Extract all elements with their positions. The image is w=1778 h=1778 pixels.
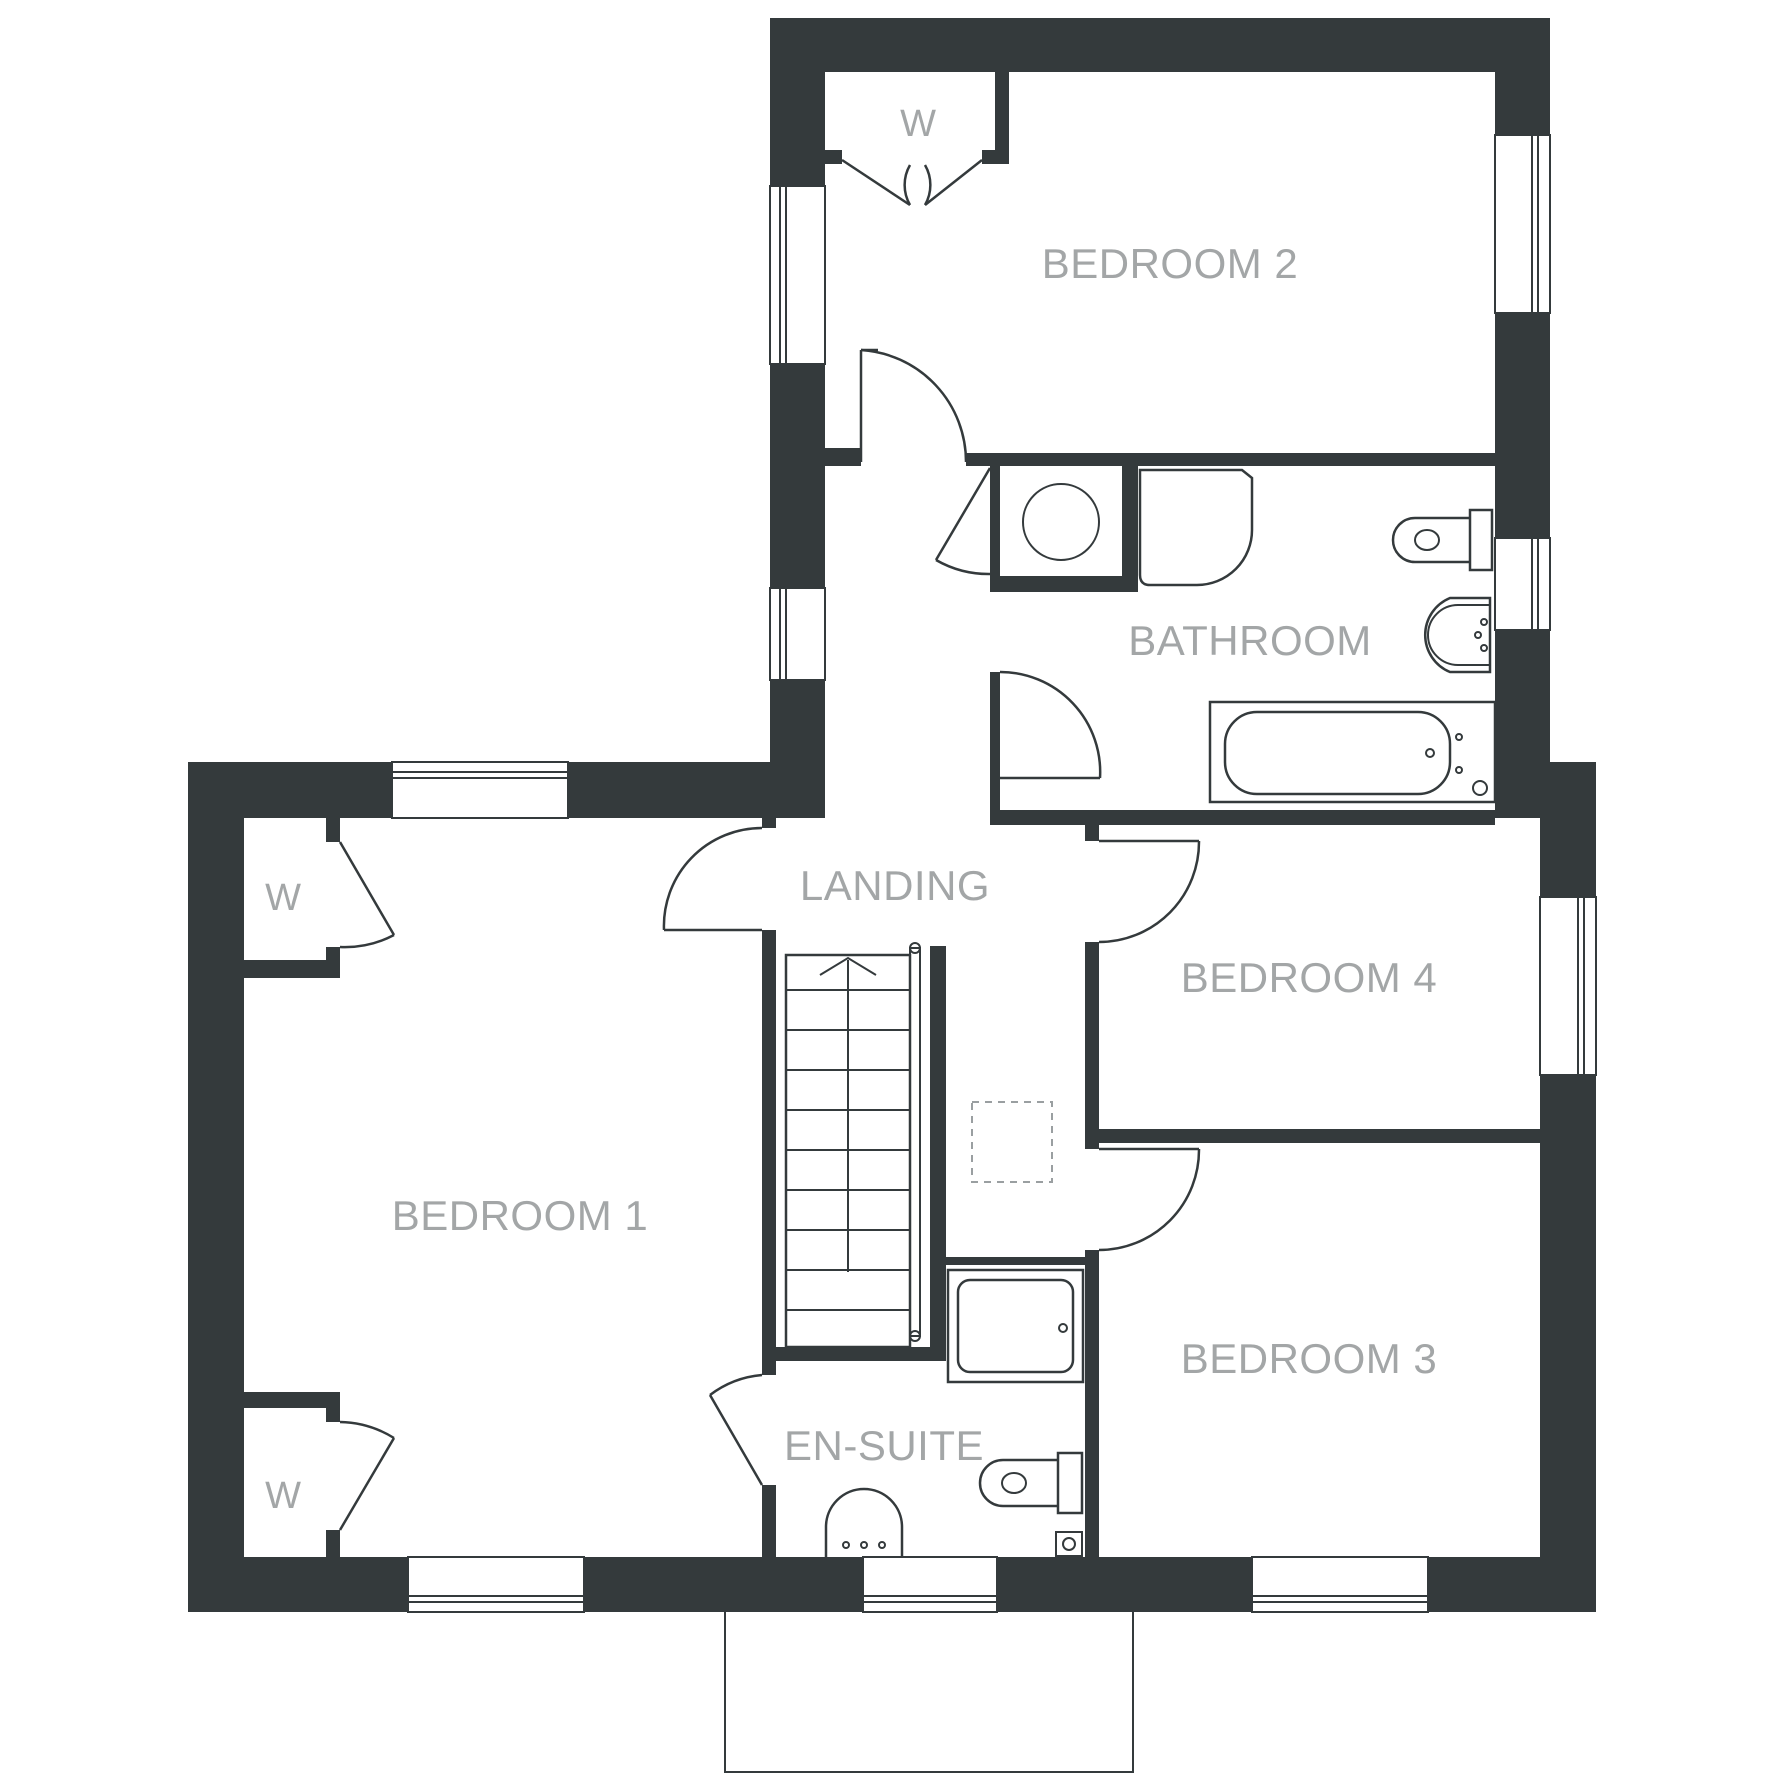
label-bedroom-4: BEDROOM 4 xyxy=(1181,954,1438,1001)
label-bedroom-1: BEDROOM 1 xyxy=(392,1192,649,1239)
door-bedroom-2 xyxy=(859,348,968,463)
window-bedroom-2-east xyxy=(1494,134,1551,314)
door-bathroom xyxy=(999,670,1102,780)
en-suite-fixtures xyxy=(824,1268,1085,1557)
label-landing: LANDING xyxy=(800,862,990,909)
label-bedroom-2: BEDROOM 2 xyxy=(1042,240,1299,287)
window-bedroom-2-west xyxy=(769,185,826,365)
label-bathroom: BATHROOM xyxy=(1128,617,1372,664)
door-en-suite xyxy=(708,1373,764,1486)
label-wardrobe-bedroom-1-top: W xyxy=(265,877,301,919)
window-bedroom-1-south xyxy=(407,1556,585,1613)
door-bedroom-4 xyxy=(1098,839,1201,944)
window-bedroom-3-south xyxy=(1251,1556,1429,1613)
label-wardrobe-bedroom-2: W xyxy=(900,103,936,145)
en-suite-basin-icon xyxy=(824,1487,904,1557)
door-wardrobe-bedroom-1-top xyxy=(338,841,396,949)
loft-hatch xyxy=(971,1101,1053,1183)
door-bedroom-1 xyxy=(662,826,763,932)
hot-water-cylinder-icon xyxy=(1022,483,1100,561)
wardrobe-labels: W W W xyxy=(265,103,936,1517)
label-wardrobe-bedroom-1-bottom: W xyxy=(265,1475,301,1517)
bath-icon xyxy=(1208,700,1497,804)
window-bedroom-1-north xyxy=(391,761,569,819)
toilet-icon xyxy=(1391,508,1494,572)
windows xyxy=(391,134,1597,1613)
window-landing-west xyxy=(769,587,826,681)
en-suite-shower-icon xyxy=(946,1268,1085,1384)
shower-tray-icon xyxy=(1138,468,1254,587)
door-bedroom-3 xyxy=(1098,1147,1201,1252)
bathroom-fixtures xyxy=(1022,468,1497,804)
interior-walls xyxy=(244,72,1540,1557)
en-suite-toilet-icon xyxy=(978,1451,1084,1515)
porch-outline xyxy=(724,1612,1134,1773)
stair-handrail xyxy=(909,947,921,1337)
en-suite-waste-icon xyxy=(1055,1531,1083,1557)
label-bedroom-3: BEDROOM 3 xyxy=(1181,1335,1438,1382)
door-wardrobe-bedroom-1-bottom xyxy=(338,1420,396,1531)
doors xyxy=(338,158,1201,1531)
stair-arrow-icon xyxy=(819,956,877,976)
window-bedroom-4-east xyxy=(1539,896,1597,1076)
room-labels: BEDROOM 2 BATHROOM LANDING BEDROOM 4 BED… xyxy=(392,240,1438,1469)
window-bathroom-east xyxy=(1494,537,1551,631)
door-airing-cupboard xyxy=(934,467,992,576)
window-en-suite-south xyxy=(862,1556,998,1613)
door-wardrobe-bedroom-2 xyxy=(841,158,983,207)
label-en-suite: EN-SUITE xyxy=(784,1422,984,1469)
staircase xyxy=(784,942,921,1349)
basin-icon xyxy=(1423,596,1492,674)
